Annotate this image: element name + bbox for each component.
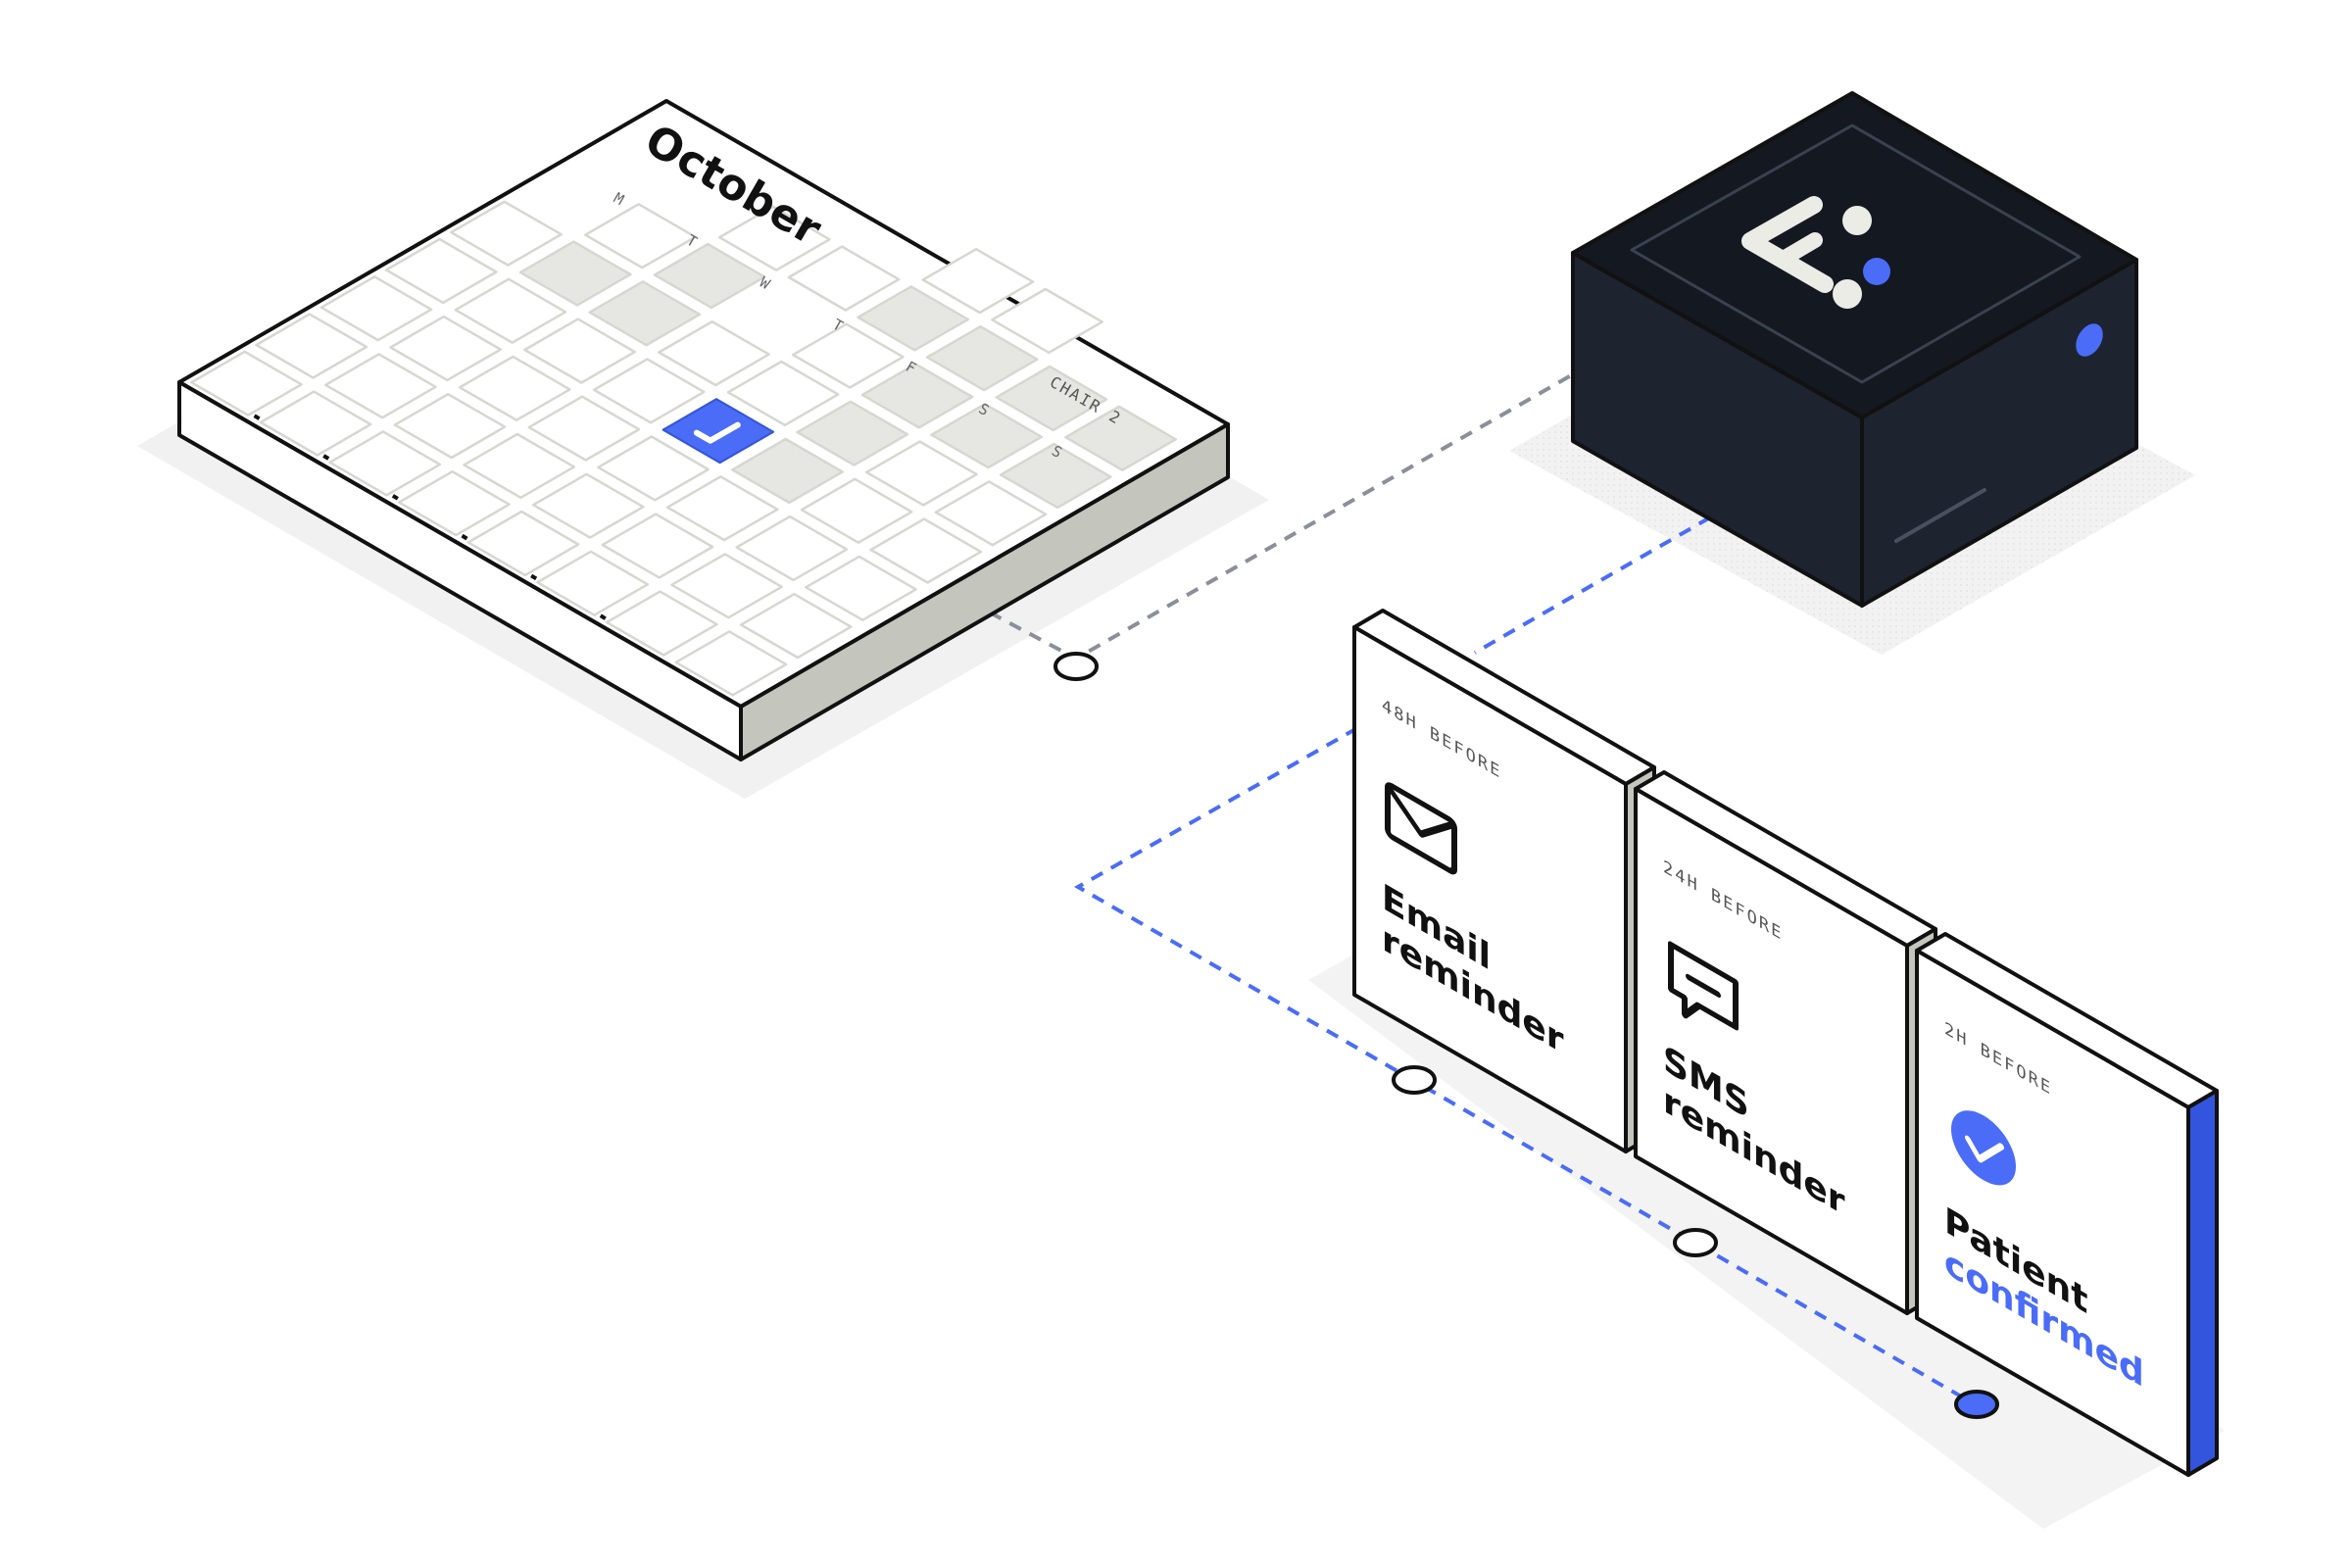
- calendar-day-cell[interactable]: [319, 275, 433, 342]
- device-status-light: [2076, 323, 2103, 357]
- calendar-day-cell[interactable]: [523, 318, 636, 384]
- chat-bubble-icon: [1668, 941, 1739, 1031]
- calendar-day-grid: [190, 200, 1177, 697]
- calendar-day-cell[interactable]: [658, 319, 770, 387]
- calendar-day-cell[interactable]: [536, 550, 650, 616]
- calendar-day-cell[interactable]: [323, 353, 437, 419]
- calendar-day-cell[interactable]: [787, 245, 901, 312]
- calendar-day-cell[interactable]: [860, 363, 974, 429]
- calendar-day-cell[interactable]: [454, 277, 567, 344]
- calendar-day-cell[interactable]: [805, 555, 917, 621]
- selected-day-highlight[interactable]: [662, 398, 774, 465]
- calendar-day-cell[interactable]: [463, 432, 576, 500]
- card-face: [1915, 949, 2190, 1477]
- brand-logo-icon: [1741, 196, 1890, 309]
- row-tick-mark: [322, 454, 330, 461]
- calendar-day-cell[interactable]: [726, 360, 840, 427]
- scheduler-device: [1571, 91, 2138, 608]
- row-tick-mark: [530, 573, 538, 581]
- calendar-day-cell[interactable]: [588, 280, 702, 347]
- calendar-connector-node: [1054, 652, 1099, 681]
- calendar-day-cell[interactable]: [735, 514, 849, 582]
- calendar-day-cell[interactable]: [653, 242, 766, 310]
- calendar-right-side: [739, 422, 1230, 761]
- calendar-day-cell[interactable]: [925, 324, 1039, 392]
- calendar-day-cell[interactable]: [255, 313, 368, 379]
- card-face: [1352, 625, 1628, 1153]
- calendar-day-cell[interactable]: [670, 553, 783, 619]
- calendar-day-cell[interactable]: [518, 240, 632, 307]
- calendar-day-cell[interactable]: [995, 365, 1108, 432]
- calendar-day-cell[interactable]: [999, 442, 1112, 510]
- calendar-day-cell[interactable]: [921, 247, 1035, 315]
- calendar-day-cell[interactable]: [466, 510, 580, 577]
- email-timeline-node: [1392, 1065, 1437, 1095]
- sms-timeline-node: [1673, 1228, 1718, 1257]
- calendar-day-cell[interactable]: [934, 480, 1048, 547]
- calendar-day-cell[interactable]: [857, 285, 970, 352]
- selected-day-cell[interactable]: [662, 398, 774, 465]
- row-tick-mark: [391, 494, 399, 501]
- calendar-day-cell[interactable]: [800, 477, 913, 544]
- calendar-day-cell[interactable]: [991, 287, 1103, 355]
- calendar-day-cell[interactable]: [796, 400, 909, 466]
- calendar-day-cell[interactable]: [864, 440, 978, 507]
- calendar-day-cell[interactable]: [731, 437, 844, 505]
- card-face: [1634, 787, 1909, 1315]
- calendar-day-cell[interactable]: [605, 590, 718, 657]
- calendar-day-cell[interactable]: [527, 395, 641, 462]
- device-cards-connector: [1474, 515, 1711, 655]
- calendar-day-cell[interactable]: [1064, 405, 1177, 471]
- cards-timeline-connector: [1073, 726, 1971, 1403]
- calendar-day-cell[interactable]: [328, 430, 442, 497]
- calendar-day-cell[interactable]: [592, 358, 706, 424]
- device-top-inset: [1630, 123, 2082, 384]
- confirmed-timeline-node: [1954, 1390, 1999, 1419]
- calendar-day-cell[interactable]: [739, 592, 853, 660]
- device-slot: [1894, 488, 1986, 543]
- calendar-day-cell[interactable]: [584, 203, 697, 270]
- envelope-icon: [1385, 782, 1457, 875]
- calendar-day-cell[interactable]: [717, 205, 831, 271]
- calendar-day-cell[interactable]: [674, 630, 788, 697]
- calendar-day-cell[interactable]: [190, 350, 303, 416]
- calendar-day-cell[interactable]: [791, 322, 905, 389]
- calendar-day-cell[interactable]: [389, 315, 503, 382]
- calendar-day-cell[interactable]: [869, 517, 983, 584]
- row-tick-mark: [253, 414, 261, 420]
- calendar-day-cell[interactable]: [450, 200, 563, 267]
- row-tick-mark: [461, 533, 468, 541]
- check-circle-icon: [1951, 1110, 2016, 1186]
- device-top-face: [1571, 91, 2138, 419]
- calendar-day-cell[interactable]: [384, 237, 498, 305]
- calendar-day-cell[interactable]: [930, 403, 1044, 469]
- calendar-day-cell[interactable]: [597, 435, 710, 502]
- check-icon: [693, 421, 741, 444]
- calendar-day-cell[interactable]: [393, 392, 507, 460]
- calendar-day-cell[interactable]: [458, 355, 571, 421]
- card-side-edge: [2186, 1089, 2219, 1477]
- calendar-day-cell[interactable]: [397, 469, 511, 537]
- calendar-day-cell[interactable]: [601, 513, 714, 579]
- row-tick-mark: [599, 613, 607, 620]
- calendar-day-cell[interactable]: [259, 390, 372, 457]
- calendar-day-cell[interactable]: [665, 475, 779, 542]
- calendar-day-cell[interactable]: [531, 472, 645, 539]
